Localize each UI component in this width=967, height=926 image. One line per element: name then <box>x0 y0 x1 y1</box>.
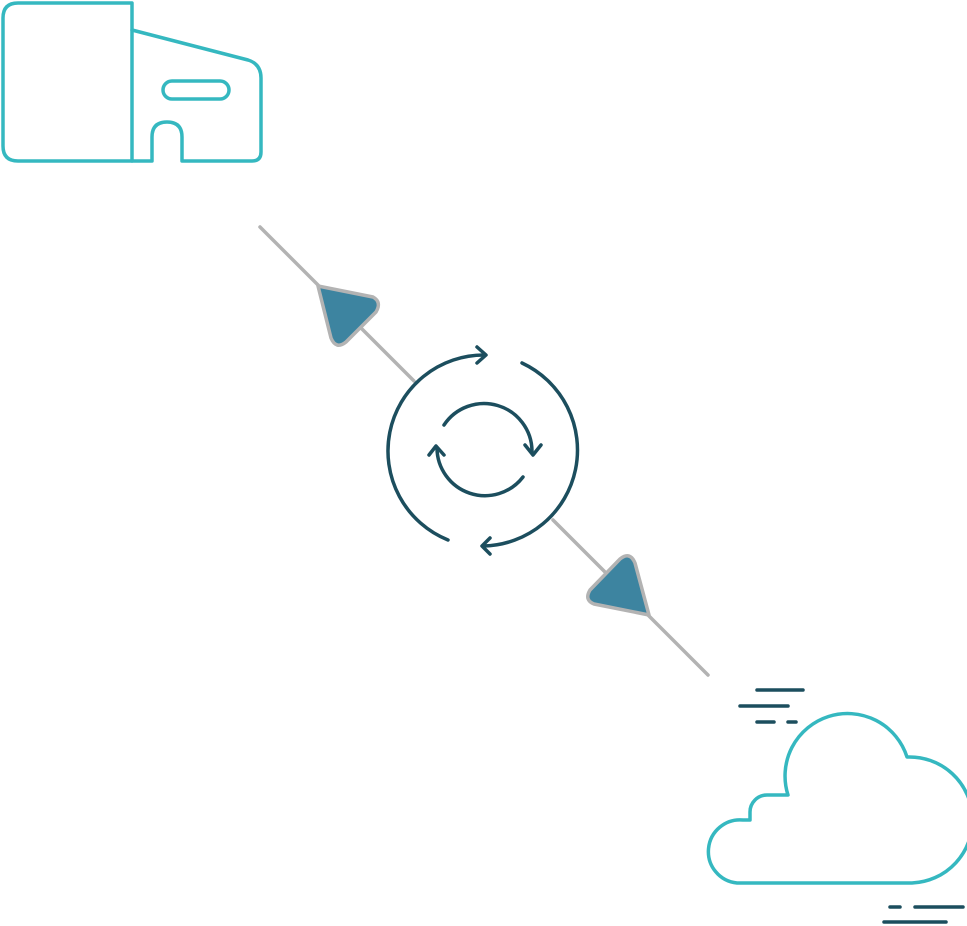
cloud-icon <box>706 711 967 885</box>
sync-inner-arc-bottom <box>435 446 525 498</box>
arrow-toward-cloud <box>586 554 651 617</box>
wind-lines-bottom <box>882 905 965 924</box>
office-building-icon <box>1 1 263 163</box>
building-window <box>161 79 231 101</box>
sync-inner-arc-top <box>442 401 534 453</box>
building-outline <box>1 1 134 163</box>
cloud-outline <box>706 711 967 885</box>
wind-lines-top <box>738 688 805 724</box>
connector-building-sync <box>258 225 416 383</box>
sync-outer-arc-right <box>482 361 580 548</box>
sync-outer-arc-left <box>386 353 487 542</box>
connector-sync-cloud <box>551 518 710 677</box>
sync-outer-arrowhead-bottom <box>480 536 492 556</box>
sync-icon <box>386 345 580 556</box>
building-annex-outline <box>130 28 263 163</box>
sync-outer-arrowhead-top <box>475 345 488 365</box>
sync-inner-arrowhead-right <box>523 443 543 457</box>
sync-inner-arrowhead-left <box>427 444 446 457</box>
arrow-toward-building <box>316 284 381 347</box>
